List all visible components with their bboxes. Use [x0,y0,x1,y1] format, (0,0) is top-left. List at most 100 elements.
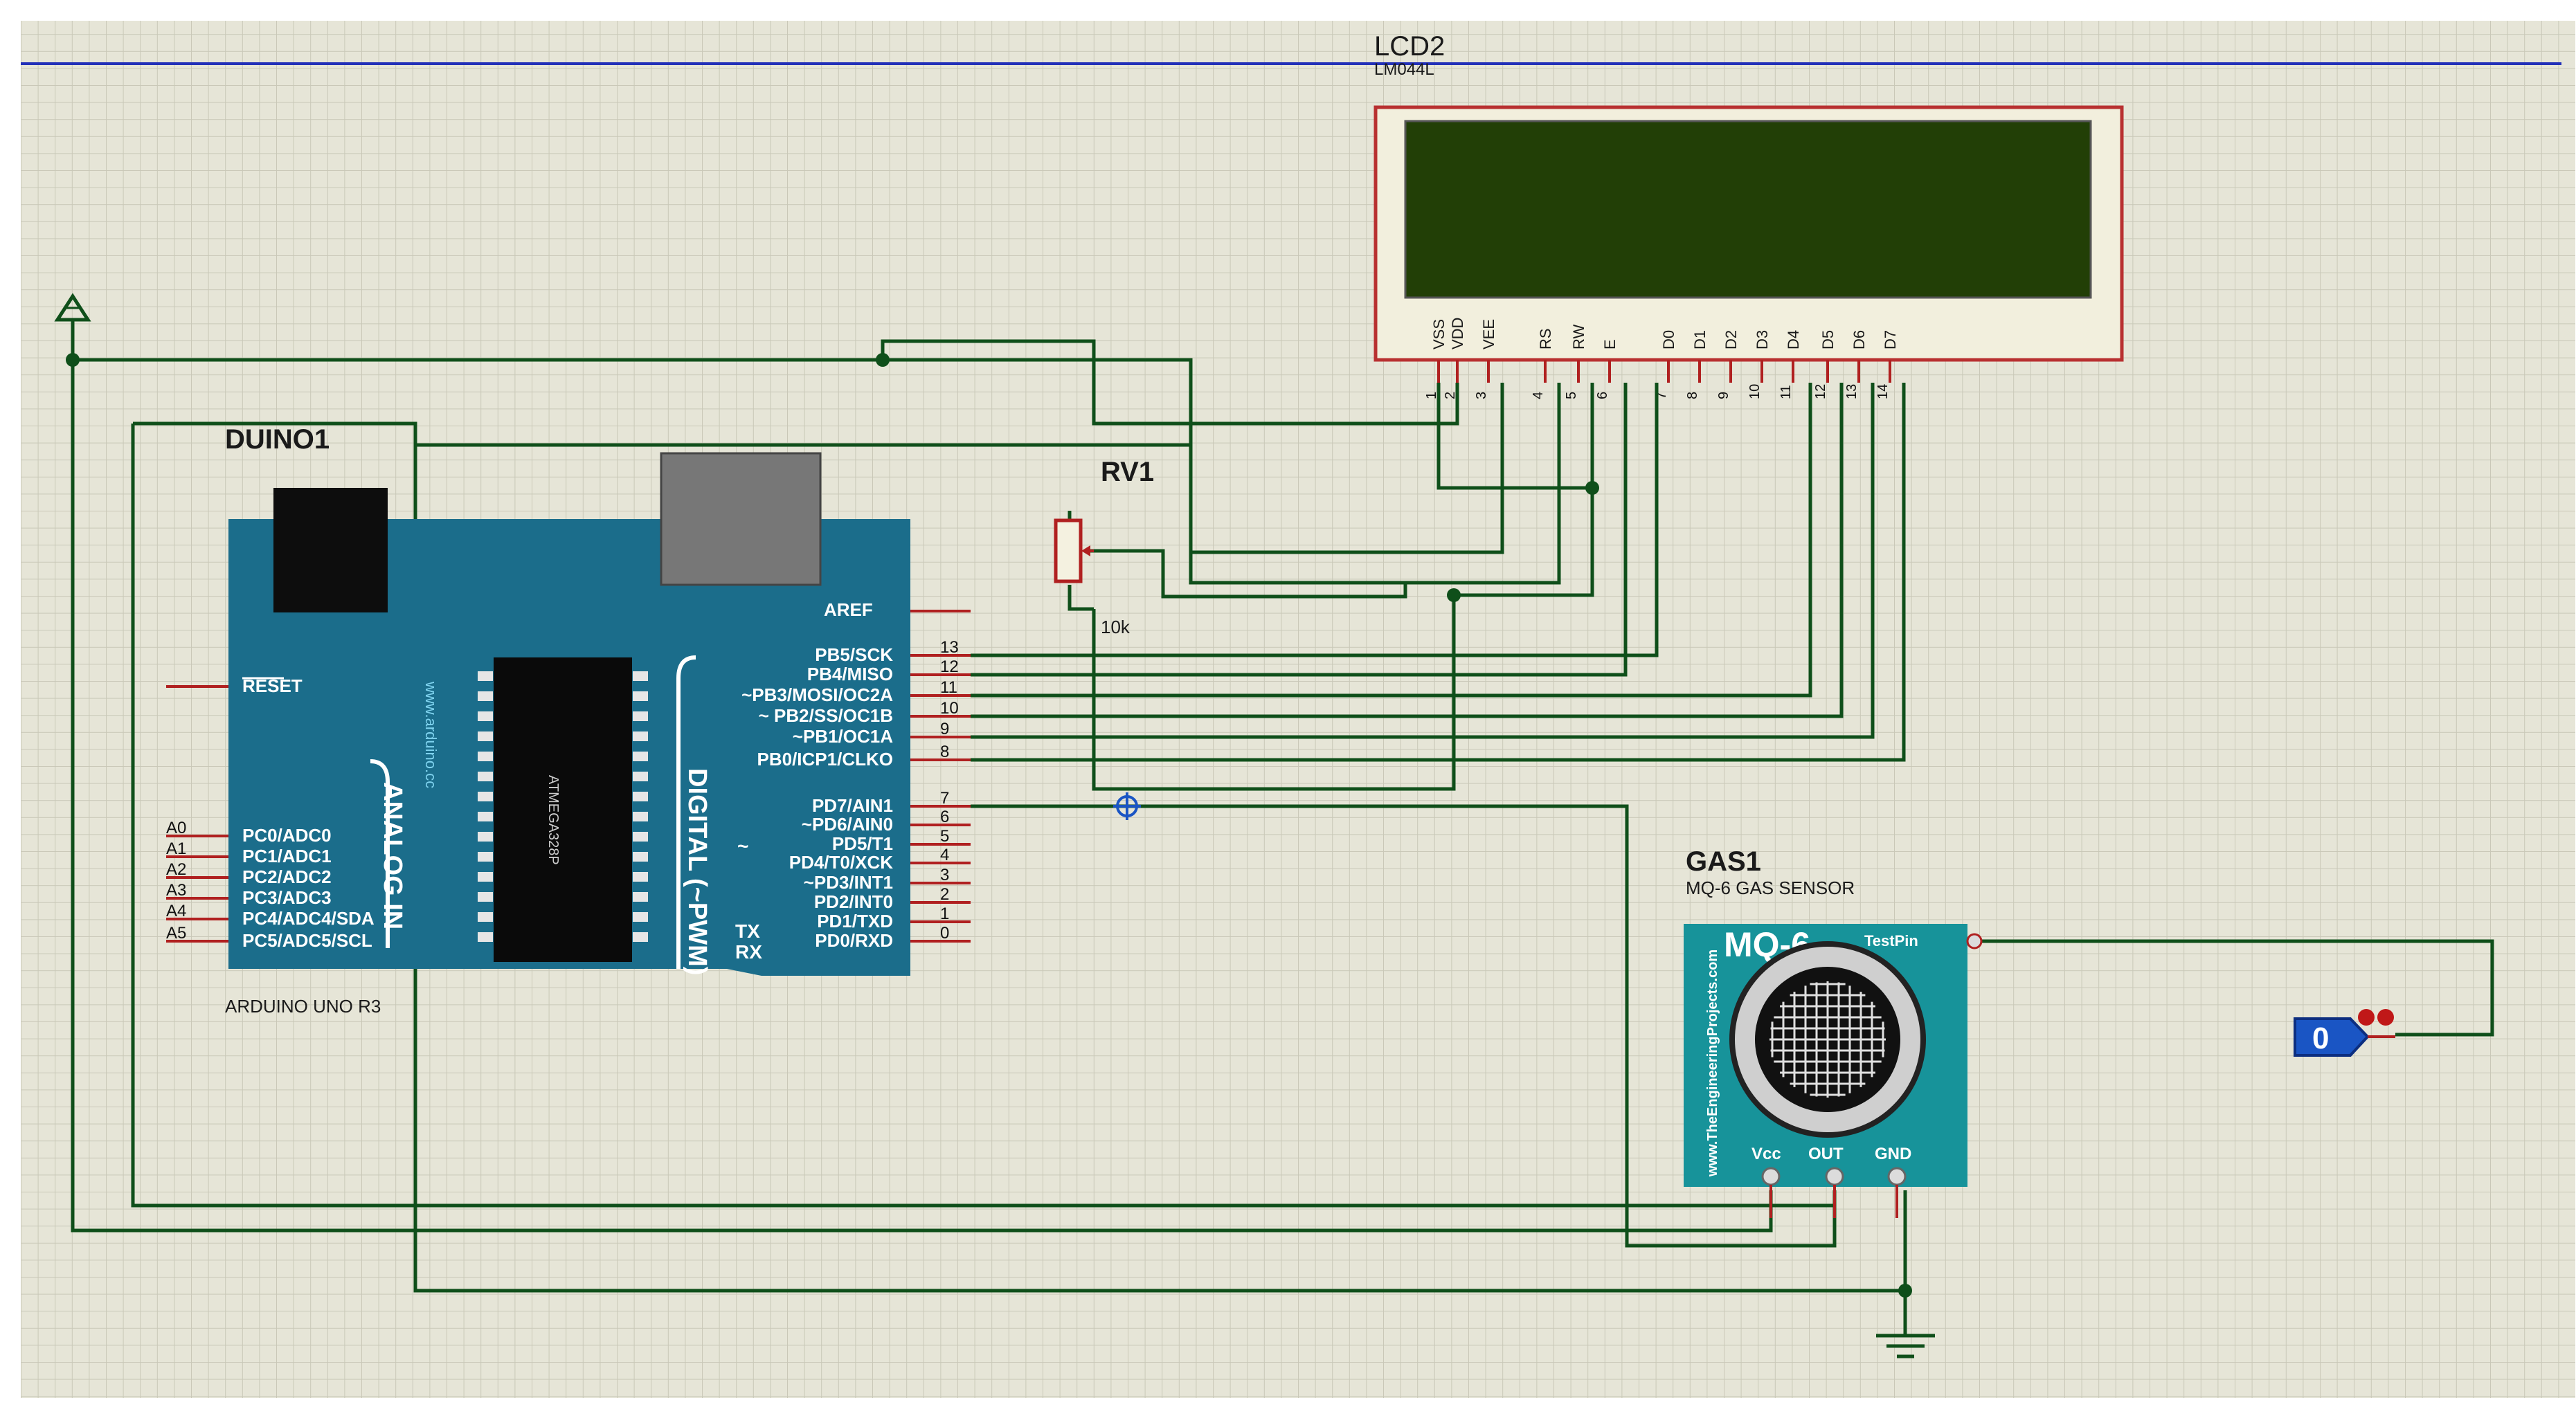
arduino-digital-pin-number: 2 [940,885,949,904]
lcd-pin-name: RS [1537,328,1554,349]
arduino-digital-pin-label: PD5/T1 [832,833,893,854]
arduino-digital-pin-label: ~PD3/INT1 [804,872,893,893]
wire-vcc-to-vdd [881,339,1459,426]
arduino-digital-pin-number: 12 [940,657,959,676]
gas-ref-label: GAS1 [1686,846,1761,877]
lcd-pin-name: VDD [1449,318,1466,349]
wire-d13-e [971,383,1659,657]
lcd-pin-name: D2 [1722,330,1740,349]
lcd-pin-number: 7 [1654,392,1669,399]
chip-leg [633,872,648,882]
arduino-analog-pin-number: A1 [166,839,186,858]
testpin-terminal[interactable] [1966,933,1983,949]
ground-terminal-icon[interactable] [1876,1334,1935,1358]
logic-state-indicator-icon [2358,1009,2375,1026]
pot-value-label: 10k [1101,617,1131,637]
arduino-digital-pin-number: 13 [940,638,959,657]
lcd-pin-number: 1 [1424,392,1439,399]
chip-leg [478,731,493,741]
wire-d8-d7 [971,383,1906,762]
power-jack-icon [273,488,388,612]
chip-leg [633,731,648,741]
gas-website-label: www.TheEngineeringProjects.com [1705,949,1720,1177]
chip-label: ATMEGA328P [546,775,561,865]
junction-dot [1585,481,1599,495]
chip-leg [633,792,648,801]
lcd-pin-name: D5 [1819,330,1837,349]
wire-d9-d6 [971,383,1875,739]
chip-leg [478,832,493,842]
arduino-analog-pin-number: A3 [166,881,186,900]
gas-pin-vcc-label: Vcc [1751,1145,1781,1163]
digital-bracket [676,655,696,969]
rx-label: RX [735,941,762,963]
arduino-digital-pin-label: ~ PB2/SS/OC1B [759,705,893,726]
lcd-pin-name: D1 [1691,330,1709,349]
lcd-pin-number: 13 [1844,384,1859,399]
lcd-pin-group: VSS1VDD2VEE3RS4RW5E6D07D18D29D310D411D51… [1424,318,1899,399]
chip-leg [633,912,648,922]
gas-pin-out[interactable] [1825,1167,1844,1186]
analog-bracket [370,759,390,948]
chip-leg [633,892,648,902]
lcd-pin-name: D0 [1660,330,1677,349]
arduino-analog-pin-label: PC2/ADC2 [242,866,332,887]
pwm-tilde-label: ~ [737,835,748,857]
arduino-analog-pin-label: PC3/ADC3 [242,887,332,908]
logic-state-body [2294,1017,2370,1057]
potentiometer-component[interactable]: RV1 10k [1054,457,1154,637]
arduino-digital-pin-label: PD1/TXD [817,911,893,931]
lcd-pin-name: D6 [1850,330,1868,349]
lcd-pin-name: E [1601,339,1619,349]
lcd-pin-number: 2 [1443,392,1458,399]
lcd-pin-name: D7 [1882,330,1899,349]
probe-marker-icon[interactable] [1113,792,1141,820]
arduino-digital-pin-number: 5 [940,827,949,846]
arduino-analog-pin-number: A5 [166,924,186,943]
lcd-pin-number: 9 [1716,392,1731,399]
aref-label: AREF [824,599,873,620]
lcd-ref-label: LCD2 [1374,31,1445,62]
testpin-label: TestPin [1864,932,1918,949]
gas-pin-gnd[interactable] [1887,1167,1907,1186]
wire-d7-sensor-out [971,804,1837,1248]
lcd-pin-name: D4 [1785,330,1802,349]
chip-leg [633,832,648,842]
arduino-analog-pin-number: A0 [166,819,186,837]
chip-leg [478,912,493,922]
chip-leg [478,691,493,701]
logic-state-component[interactable]: 0 [2294,1009,2395,1057]
arduino-digital-pin-label: PB4/MISO [807,664,893,684]
chip-leg [478,671,493,681]
gas-pin-vcc[interactable] [1761,1167,1781,1186]
digital-title: DIGITAL (~PWM) [683,768,712,975]
arduino-digital-pin-number: 1 [940,905,949,923]
wire-testpin-logic [1973,939,2494,1037]
gas-model-label: MQ-6 GAS SENSOR [1686,878,1855,898]
logic-state-value: 0 [2312,1021,2329,1055]
lcd-pin-number: 8 [1685,392,1700,399]
lcd-component[interactable]: LCD2 LM044L VSS1VDD2VEE3RS4RW5E6D07D18D2… [1373,31,2124,399]
lcd-pin-number: 3 [1474,392,1489,399]
gas-pin-gnd-label: GND [1875,1145,1911,1163]
arduino-model-label: ARDUINO UNO R3 [225,996,381,1017]
power-terminal-icon[interactable] [54,293,91,360]
arduino-digital-pin-label: PD2/INT0 [814,891,893,912]
lcd-pin-number: 4 [1531,392,1546,399]
chip-leg [633,752,648,761]
arduino-ref-label: DUINO1 [225,424,330,455]
wire-pot-bottom [1068,585,1094,611]
arduino-component[interactable]: DUINO1 www.arduino.cc ATMEGA328P ANALOG … [166,424,971,1017]
gas-sensor-component[interactable]: GAS1 MQ-6 GAS SENSOR MQ-6 TestPin www.Th… [1684,846,1983,1218]
chip-leg [478,812,493,821]
arduino-digital-pin-number: 9 [940,720,949,738]
arduino-digital-pin-number: 7 [940,789,949,808]
arduino-digital-pin-label: PB0/ICP1/CLKO [757,749,894,770]
junction-dot [876,353,890,367]
pot-ref-label: RV1 [1101,457,1154,487]
pot-body [1054,518,1083,583]
arduino-analog-pin-label: PC1/ADC1 [242,846,332,866]
lcd-pin-number: 5 [1564,392,1579,399]
